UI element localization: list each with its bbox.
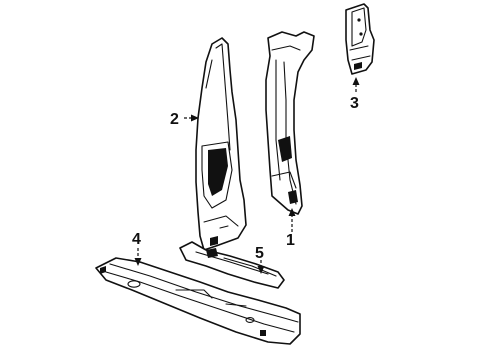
callout-2: 2 (170, 111, 199, 128)
callout-1: 1 (286, 208, 296, 249)
callout-label-4: 4 (132, 231, 141, 248)
part-1-pillar (265, 31, 315, 215)
callout-5: 5 (255, 245, 265, 274)
callout-label-3: 3 (350, 95, 359, 112)
arrow-5 (257, 266, 265, 274)
arrow-3 (352, 77, 360, 85)
part-3-upper-bracket (345, 3, 375, 75)
callout-4: 4 (132, 231, 142, 266)
callout-label-1: 1 (286, 232, 295, 249)
callout-label-5: 5 (255, 245, 264, 262)
part-4-rocker-panel (95, 257, 301, 345)
callout-label-2: 2 (170, 111, 179, 128)
arrow-4 (134, 258, 142, 266)
part-2-pillar-inner (195, 37, 247, 251)
arrow-2 (191, 114, 199, 122)
part-5-sill-reinforcement (179, 241, 285, 289)
arrow-1 (288, 208, 296, 216)
callout-3: 3 (350, 77, 360, 112)
